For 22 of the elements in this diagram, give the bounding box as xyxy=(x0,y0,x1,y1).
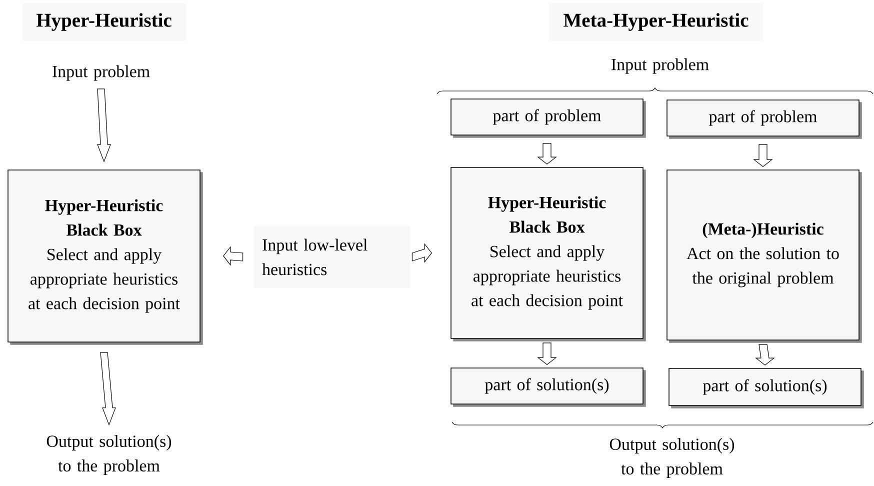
block-arrow xyxy=(753,144,773,167)
process-box: Hyper-Heuristic Black Box Select and apply appropriate heuristics at each decision point xyxy=(450,167,646,342)
input-text: Input problem xyxy=(52,65,150,81)
block-arrow xyxy=(223,246,244,266)
heading: Meta-Hyper-Heuristic xyxy=(549,3,763,41)
block-arrow xyxy=(755,344,775,366)
process-box: part of problem xyxy=(666,100,862,139)
process-box: Hyper-Heuristic Black Box Select and apply appropriate heuristics at each decision point xyxy=(8,170,203,345)
process-box: (Meta-)Heuristic Act on the solution to the original problem xyxy=(666,170,862,343)
block-arrow xyxy=(537,143,557,164)
block-arrow xyxy=(100,352,116,426)
output-text: Output solution(s) to the problem xyxy=(610,438,734,478)
block-arrow xyxy=(537,342,557,365)
input-text: Input problem xyxy=(612,58,709,74)
input-note: Input low-level heuristics xyxy=(254,226,410,288)
process-box: part of problem xyxy=(450,98,646,138)
heading: Hyper-Heuristic xyxy=(22,3,186,41)
output-text: Output solution(s) to the problem xyxy=(46,435,172,475)
process-box: part of solution(s) xyxy=(668,368,864,408)
block-arrow xyxy=(97,88,111,162)
process-box: part of solution(s) xyxy=(450,368,646,407)
block-arrow xyxy=(412,243,432,263)
